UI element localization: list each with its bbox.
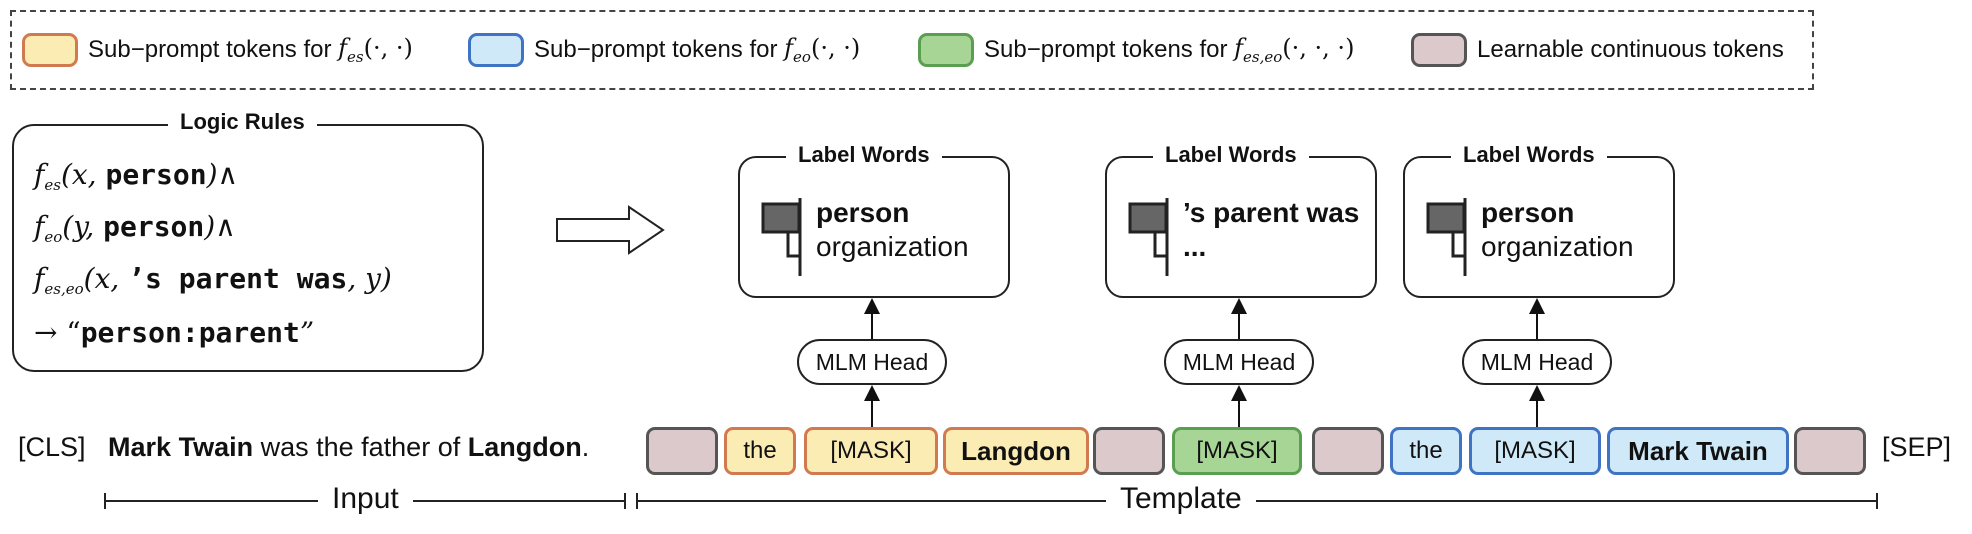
legend-item: Sub−prompt tokens for feo(·, ·) (468, 33, 860, 67)
rule-open: (x, (83, 262, 129, 295)
legend-fn: f (1234, 34, 1244, 62)
legend-label: Sub−prompt tokens for (984, 36, 1235, 63)
label-word-primary: person (816, 197, 910, 228)
legend-fn: f (784, 34, 794, 62)
label-words-title: Label Words (1451, 142, 1607, 168)
rule-arrow: → “ (34, 316, 81, 349)
template-token: [MASK] (1469, 427, 1601, 475)
template-token: [MASK] (1172, 427, 1302, 475)
rule-fn: f (34, 262, 45, 295)
legend-fn-args: (·, ·) (810, 34, 861, 62)
legend-fn-args: (·, ·, ·) (1282, 34, 1355, 62)
verbalizer-icon (761, 198, 802, 276)
rule-relation: person:parent (80, 316, 300, 349)
legend-item: Learnable continuous tokens (1411, 33, 1784, 67)
legend-fn-sub: es,eo (1243, 48, 1283, 66)
legend-item: Sub−prompt tokens for fes(·, ·) (22, 33, 413, 67)
template-token: the (1390, 427, 1462, 475)
legend-label: Sub−prompt tokens for (534, 36, 785, 63)
legend-function: feo(·, ·) (784, 34, 860, 66)
legend-box (10, 10, 1814, 90)
template-token: Mark Twain (1607, 427, 1789, 475)
subject-entity: Mark Twain (108, 432, 254, 462)
legend-fn-sub: es (347, 48, 364, 66)
rule-fn-sub: es,eo (44, 280, 84, 298)
legend-swatch (468, 33, 524, 67)
cls-token: [CLS] (18, 432, 86, 462)
label-word-secondary: ... (1183, 231, 1207, 262)
learnable-token (1794, 427, 1866, 475)
rule-close: , y) (347, 262, 392, 295)
learnable-token (1093, 427, 1165, 475)
rule-relation: person (103, 210, 205, 243)
rule-open: (x, (60, 158, 106, 191)
rule-open: (y, (62, 210, 104, 243)
rule-fn-sub: eo (44, 228, 63, 246)
legend-swatch (22, 33, 78, 67)
template-token: [MASK] (804, 427, 938, 475)
rule-close: )∧ (204, 210, 236, 243)
verbalizer-icon (1426, 198, 1467, 276)
rule-relation: ’s parent was (128, 262, 348, 295)
legend-function: fes,eo(·, ·, ·) (1234, 34, 1354, 66)
sentence-middle: was the father of (253, 432, 468, 462)
label-word-secondary: organization (816, 231, 969, 262)
hollow-arrow-icon (556, 205, 665, 255)
label-word-primary: person (1481, 197, 1575, 228)
mlm-head: MLM Head (1462, 339, 1612, 385)
rule-close: )∧ (206, 158, 239, 191)
legend-fn-sub: eo (793, 48, 811, 66)
label-words-title: Label Words (786, 142, 942, 168)
label-words-title: Label Words (1153, 142, 1309, 168)
label-word-primary: ’s parent was (1183, 197, 1360, 228)
logic-rules-title: Logic Rules (168, 109, 317, 135)
legend-item: Sub−prompt tokens for fes,eo(·, ·, ·) (918, 33, 1354, 67)
rule-fn-sub: es (44, 176, 61, 194)
legend-label: Sub−prompt tokens for (88, 36, 339, 63)
mlm-head: MLM Head (1164, 339, 1314, 385)
legend-swatch (918, 33, 974, 67)
template-label: Template (1106, 482, 1256, 516)
logic-rule-line: feo(y, person)∧ (34, 210, 236, 246)
object-entity: Langdon (467, 432, 582, 462)
mlm-head: MLM Head (797, 339, 947, 385)
legend-function: fes(·, ·) (338, 34, 413, 66)
input-sentence: [CLS] Mark Twain was the father of Langd… (18, 432, 589, 463)
rule-relation: person (105, 158, 207, 191)
sep-token: [SEP] (1882, 432, 1952, 462)
verbalizer-icon (1128, 198, 1169, 276)
rule-fn: f (34, 210, 45, 243)
rule-close: ” (299, 316, 315, 349)
legend-fn: f (338, 34, 348, 62)
legend-fn-args: (·, ·) (363, 34, 413, 62)
rule-fn: f (34, 158, 45, 191)
input-template-axis (104, 493, 1878, 509)
sentence-end: . (581, 432, 590, 462)
logic-rule-line: fes,eo(x, ’s parent was, y) (34, 262, 392, 298)
learnable-token (1312, 427, 1384, 475)
input-label: Input (318, 482, 413, 516)
template-token: Langdon (943, 427, 1089, 475)
learnable-token (646, 427, 718, 475)
logic-rule-line: fes(x, person)∧ (34, 158, 238, 194)
label-words-text: ’s parent was... (1183, 196, 1359, 264)
label-word-secondary: organization (1481, 231, 1634, 262)
logic-rule-line: → “person:parent” (34, 316, 314, 349)
legend-swatch (1411, 33, 1467, 67)
template-token: the (724, 427, 796, 475)
legend-label: Learnable continuous tokens (1477, 36, 1784, 63)
